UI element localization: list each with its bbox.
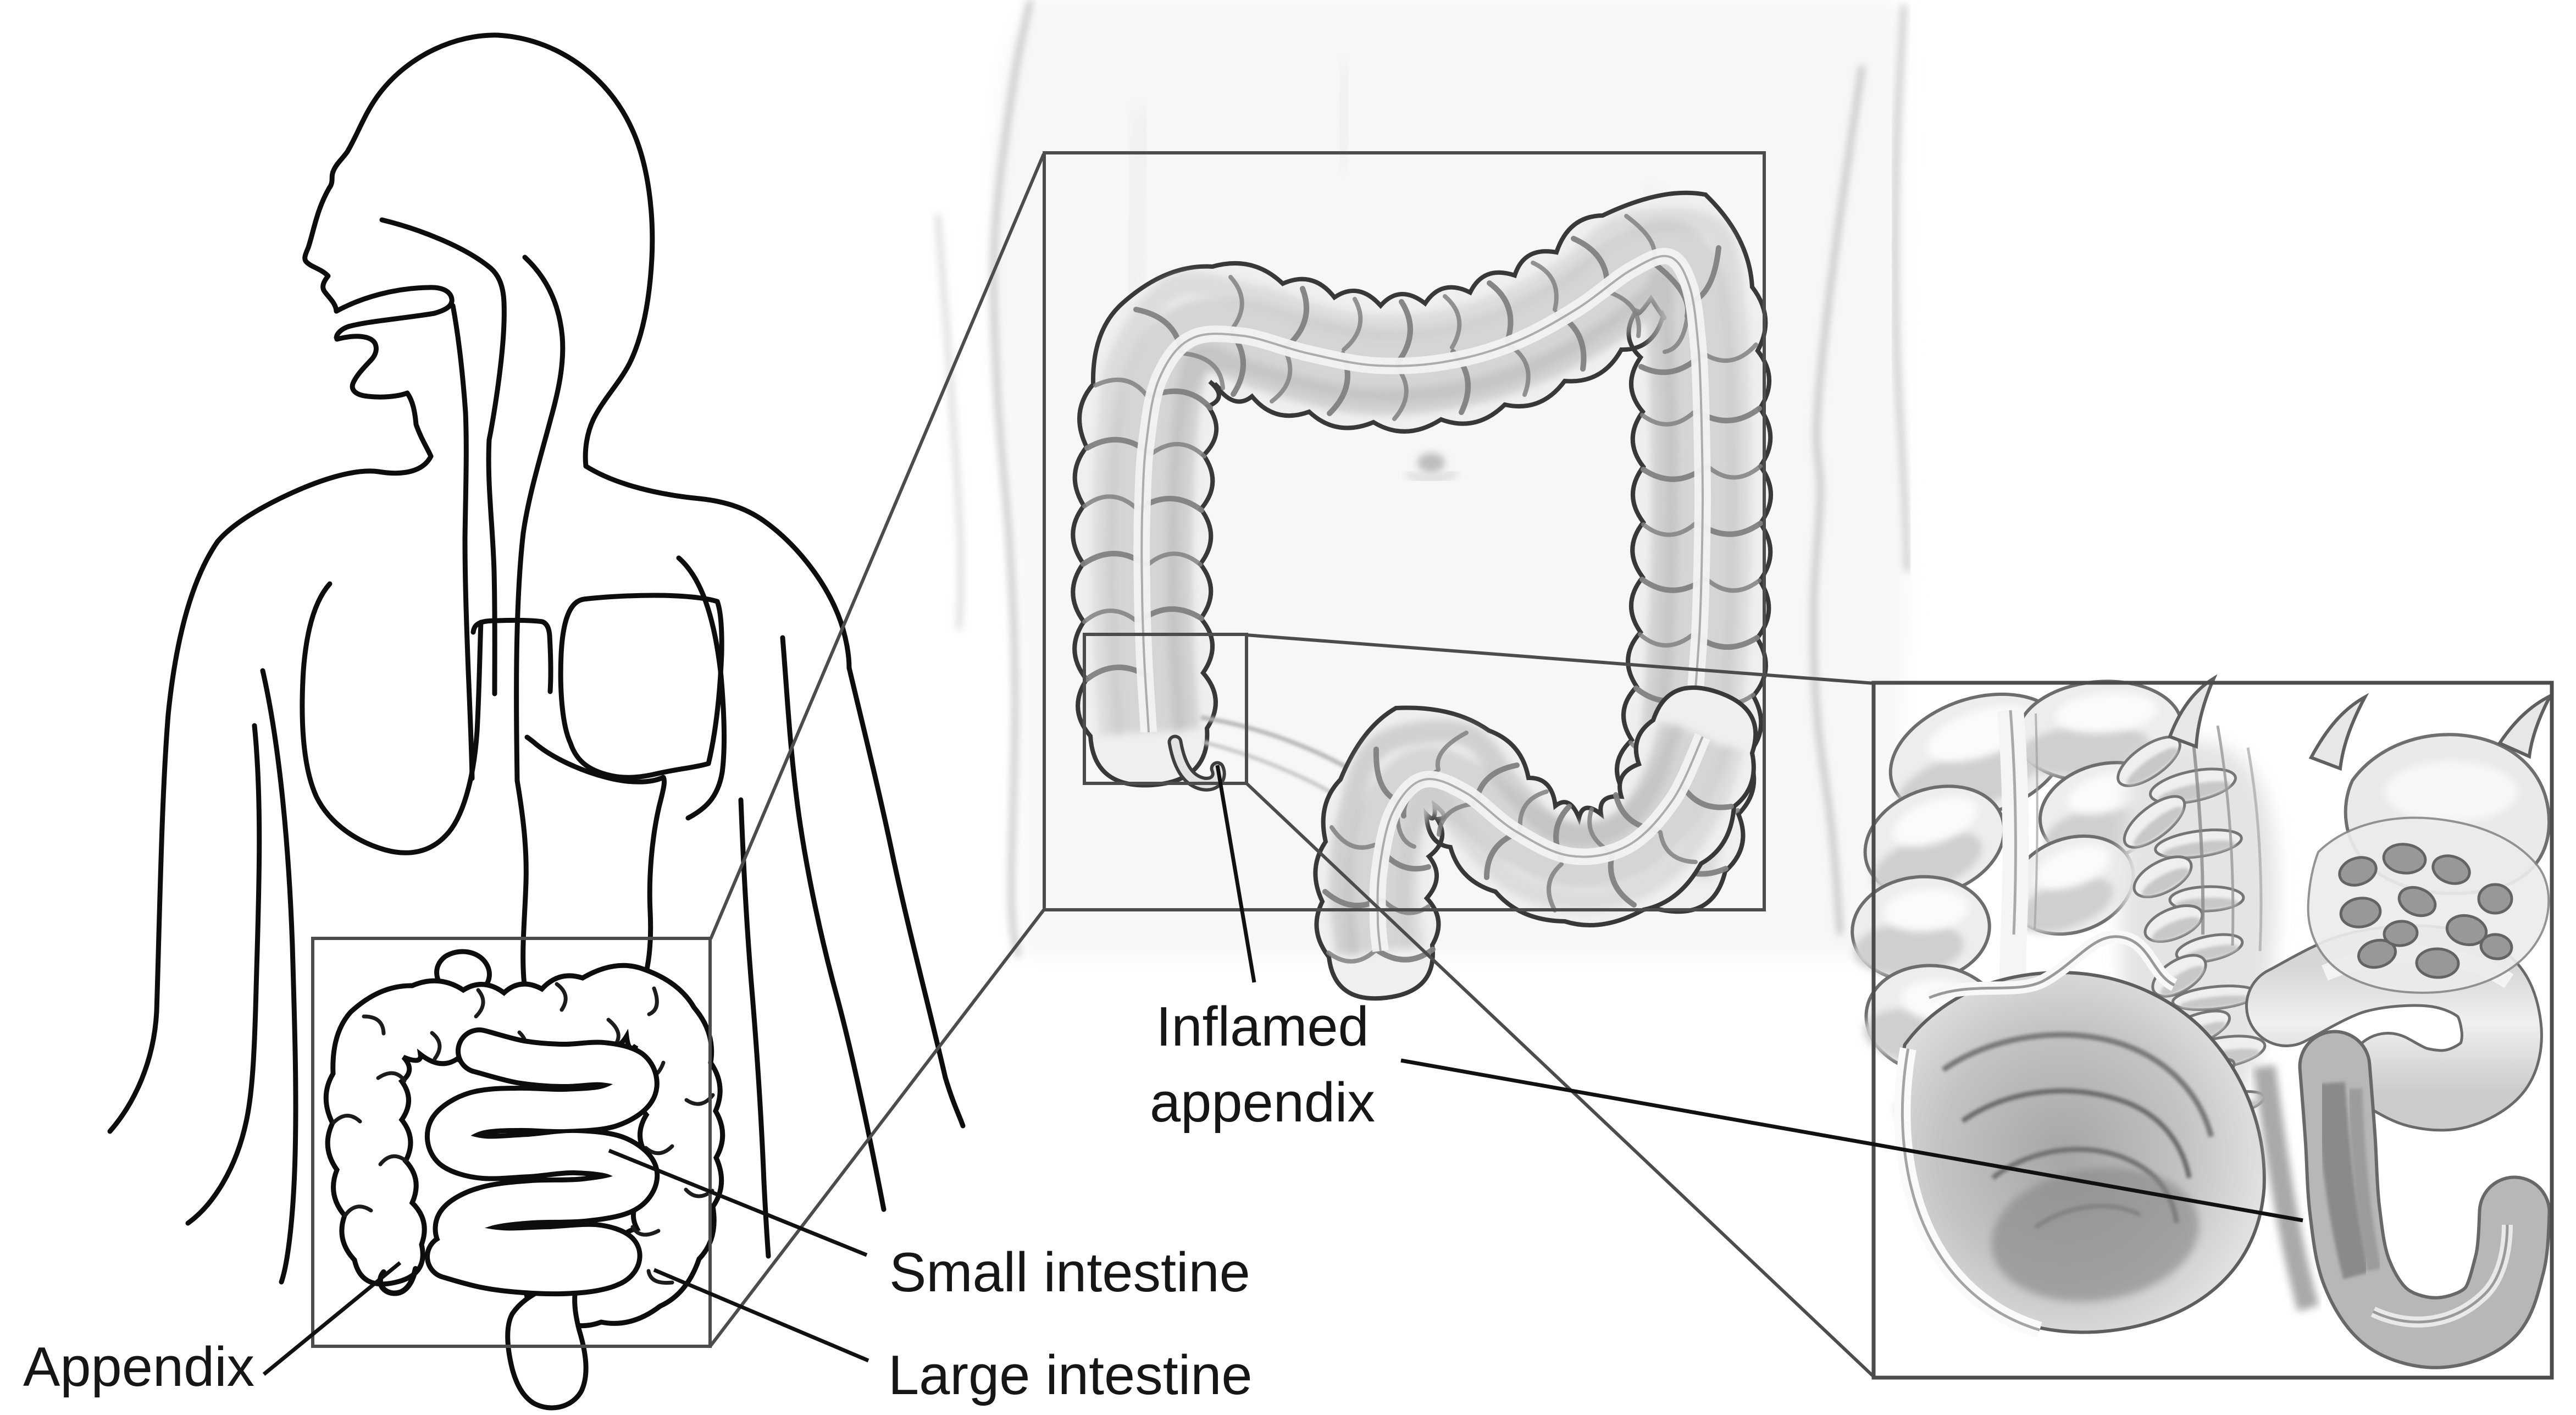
svg-text:Small intestine: Small intestine bbox=[889, 1242, 1250, 1303]
svg-text:Large intestine: Large intestine bbox=[888, 1345, 1253, 1406]
svg-text:appendix: appendix bbox=[1150, 1072, 1375, 1134]
svg-text:Inflamed: Inflamed bbox=[1156, 996, 1369, 1058]
svg-text:Appendix: Appendix bbox=[23, 1336, 254, 1398]
